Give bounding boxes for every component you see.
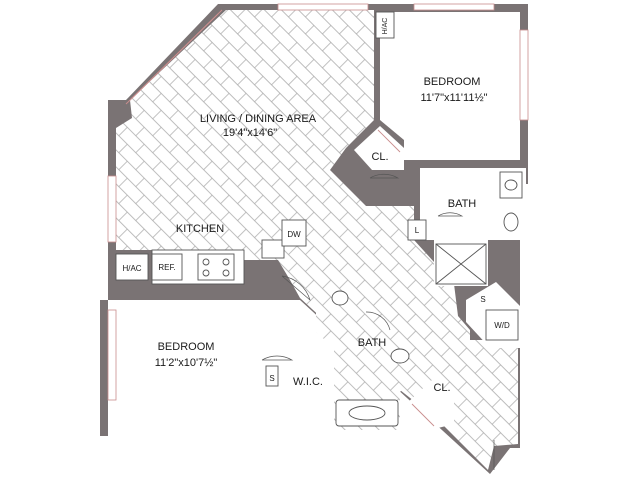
- washer-dryer: [485, 309, 519, 341]
- dw-label: DW: [287, 230, 301, 239]
- living-dining-dims: 19'4"x14'6": [223, 127, 277, 139]
- sink-icon: [504, 179, 518, 191]
- toilet-icon: [390, 348, 410, 364]
- wic-shelf: [265, 365, 279, 387]
- wic-label: W.I.C.: [293, 376, 323, 388]
- bath-2-door-swing[interactable]: [365, 311, 391, 331]
- hvac-unit-top: [375, 11, 395, 39]
- kitchen-door-swing[interactable]: [281, 275, 311, 302]
- closet-1-floor: [354, 126, 404, 170]
- sink-icon: [261, 239, 285, 259]
- shower-drain-line: [435, 243, 487, 285]
- bedroom-2-door-swing[interactable]: [261, 355, 294, 361]
- bedroom-1-floor: [380, 12, 520, 160]
- closet-1-label: CL.: [371, 151, 388, 163]
- dishwasher: [281, 219, 307, 247]
- bedroom-2-label: BEDROOM: [158, 341, 215, 353]
- burner-icon: [222, 269, 230, 277]
- wic-floor: [266, 330, 330, 430]
- closet-2-label: CL.: [433, 382, 450, 394]
- kitchen-label: KITCHEN: [176, 223, 224, 235]
- bedroom-1-dims: 11'7"x11'11½": [420, 92, 487, 104]
- bath-1-label: BATH: [448, 198, 477, 210]
- hvac-left-label: H/AC: [122, 264, 141, 273]
- bedroom-2-floor: [116, 306, 288, 430]
- bedroom-1-door-swing[interactable]: [369, 173, 400, 179]
- hvac-unit-left: [115, 253, 149, 281]
- bedroom-2-dims: 11'2"x10'7½": [155, 357, 218, 369]
- refrigerator: [151, 253, 183, 281]
- laundry-shelf-label: S: [480, 295, 485, 304]
- window-right-bedroom: [519, 29, 529, 121]
- living-dining-label: LIVING / DINING AREA: [200, 113, 317, 125]
- bath-1-door-swing[interactable]: [437, 212, 464, 217]
- closet-2-door[interactable]: [411, 403, 435, 427]
- burner-icon: [222, 258, 230, 266]
- sink-icon: [331, 290, 349, 306]
- window-top-living: [277, 3, 369, 11]
- linen-label: L: [415, 226, 420, 235]
- range-burners: [197, 253, 235, 281]
- bath-2-floor: [316, 272, 436, 430]
- tub-drain: [348, 405, 386, 421]
- linen-shelf: [407, 219, 427, 241]
- washer-dryer-label: W/D: [494, 321, 510, 330]
- wic-shelf-label: S: [269, 374, 274, 383]
- burner-icon: [202, 269, 210, 277]
- closet-1-door[interactable]: [377, 129, 401, 153]
- window-left-living: [107, 175, 117, 243]
- closet-2-floor: [406, 380, 454, 430]
- bath-2-label: BATH: [358, 337, 387, 349]
- burner-icon: [202, 258, 210, 266]
- bedroom-1-label: BEDROOM: [424, 76, 481, 88]
- hvac-top-label: H/AC: [382, 18, 389, 35]
- toilet-icon: [503, 212, 519, 232]
- window-diagonal: [125, 13, 219, 105]
- window-top-bedroom: [413, 3, 495, 11]
- window-left-bedroom: [107, 309, 117, 401]
- ref-label: REF.: [158, 263, 175, 272]
